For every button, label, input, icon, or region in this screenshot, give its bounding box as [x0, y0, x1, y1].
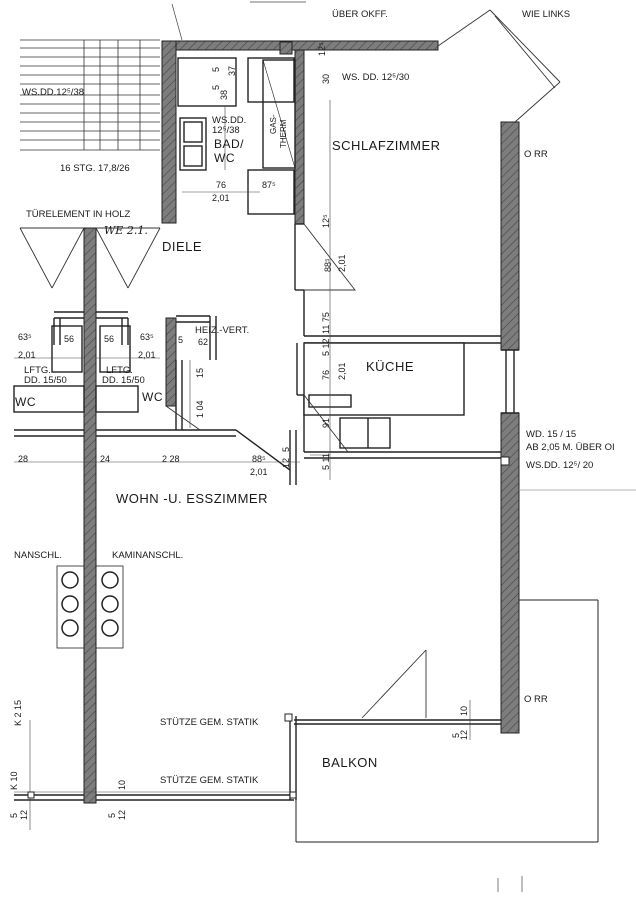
room-label-balkon: BALKON [322, 755, 378, 770]
note-stuetze-2: STÜTZE GEM. STATIK [160, 775, 259, 786]
note-tuerelement: TÜRELEMENT IN HOLZ [26, 209, 131, 220]
dim-12-wohnen: 12 [281, 457, 291, 468]
dim-63-5-right: 63⁵ [140, 332, 154, 342]
room-label-wc-bad: WC [214, 151, 235, 165]
partitions [13, 57, 599, 843]
note-ueber-okff: ÜBER OKFF. [332, 9, 388, 20]
dim-24: 24 [100, 454, 111, 464]
dim-76-bad: 76 [216, 180, 227, 190]
note-ws-bedroom: WS. DD. 12⁵/30 [342, 72, 410, 83]
room-label-wc-left: WC [15, 395, 36, 409]
dim-5-bottom-left: 5 [9, 812, 19, 818]
note-lftg-right-dd: DD. 15/50 [102, 375, 145, 386]
dim-5-11: 5 11 [321, 453, 331, 470]
dim-15-heiz: 15 [195, 367, 205, 378]
dim-88-5-diele: 88⁵ [323, 258, 333, 272]
dim-5-12: 5 12 [321, 338, 331, 356]
note-rr-bottom: O RR [524, 694, 548, 705]
dim-10-balkon: 10 [459, 705, 469, 716]
dim-62: 62 [198, 337, 209, 347]
dim-37: 37 [227, 65, 237, 76]
dim-12-bottom-mid: 12 [117, 809, 127, 820]
top-edge-marks [171, 1, 636, 892]
dim-87-5: 87⁵ [262, 180, 276, 190]
note-stuetze-1: STÜTZE GEM. STATIK [160, 717, 259, 728]
dim-12-balkon: 12 [459, 729, 469, 740]
note-stairs: 16 STG. 17,8/26 [60, 163, 130, 174]
note-gastherm: GAS- [269, 114, 278, 134]
dim-5-heiz: 5 [178, 335, 184, 345]
dim-201-bad: 2,01 [212, 193, 230, 203]
dim-12-bottom-left: 12 [19, 809, 29, 820]
note-wd: WD. 15 / 15 [526, 429, 577, 440]
dim-201-right: 2,01 [138, 350, 156, 360]
door-swings [19, 9, 561, 719]
note-ws-bad: WS.DD. [212, 115, 247, 126]
dim-76-kueche: 76 [321, 369, 331, 380]
note-rr-top: O RR [524, 149, 548, 160]
dim-201-left: 2,01 [18, 350, 36, 360]
dim-5-bottom-mid: 5 [107, 812, 117, 818]
dim-38: 38 [219, 89, 229, 100]
room-label-wohnzimmer: WOHN -U. ESSZIMMER [116, 491, 268, 506]
note-anschluss-left: NANSCHL. [14, 550, 63, 561]
note-gastherm-2: THERM [279, 119, 288, 148]
dim-30: 30 [321, 73, 331, 84]
room-label-bad: BAD/ [214, 137, 245, 151]
note-heiz-vert: HEIZ.-VERT. [195, 325, 250, 336]
note-lftg-right: LFTG. [106, 365, 133, 376]
dim-5a: 5 [211, 66, 221, 72]
dim-10-bottom: 10 [117, 779, 127, 790]
dim-201-wohnen: 2,01 [250, 467, 268, 477]
note-ab: AB 2,05 M. ÜBER OI [526, 442, 615, 453]
note-wie-links: WIE LINKS [522, 9, 571, 20]
dim-5-wohnen: 5 [281, 446, 291, 452]
dim-201-kueche: 2,01 [337, 362, 347, 380]
dim-56-right: 56 [104, 334, 115, 344]
note-kaminanschluss: KAMINANSCHL. [112, 550, 184, 561]
dim-k-10: K 10 [9, 771, 19, 790]
dim-28: 28 [18, 454, 29, 464]
note-lftg-left: LFTG. [24, 365, 51, 376]
dim-2-15: K 2 15 [13, 699, 23, 726]
dim-12-5-top: 12⁵ [317, 42, 327, 56]
note-lftg-left-dd: DD. 15/50 [24, 375, 67, 386]
note-ws-kueche: WS.DD. 12⁵/ 20 [526, 460, 594, 471]
dim-88-5-wohnen: 88⁵ [252, 454, 266, 464]
dim-5b: 5 [211, 84, 221, 90]
room-label-kueche: KÜCHE [366, 359, 415, 374]
dim-11-75: 11 75 [321, 312, 331, 334]
dim-104: 1 04 [195, 400, 205, 418]
dim-201-diele: 2,01 [337, 254, 347, 272]
dim-91: 91 [321, 417, 331, 428]
dim-56-left: 56 [64, 334, 75, 344]
room-label-diele: DIELE [162, 239, 203, 254]
dim-63-5-left: 63⁵ [18, 332, 32, 342]
dim-12-5-diele: 12⁵ [321, 214, 331, 228]
staircase [20, 39, 160, 151]
walls [83, 40, 520, 804]
room-label-wc-right: WC [142, 390, 163, 404]
note-ws-bad-size: 12⁵/38 [212, 125, 240, 136]
dim-2-28: 2 28 [162, 454, 180, 464]
dimension-lines [14, 100, 471, 830]
room-label-schlafzimmer: SCHLAFZIMMER [332, 138, 441, 153]
chimney-flues [56, 565, 124, 649]
note-ws-stair: WS.DD.12⁵/38 [22, 87, 85, 98]
rr-markers [27, 456, 510, 799]
note-unit-number: WE 2.1. [104, 224, 148, 237]
